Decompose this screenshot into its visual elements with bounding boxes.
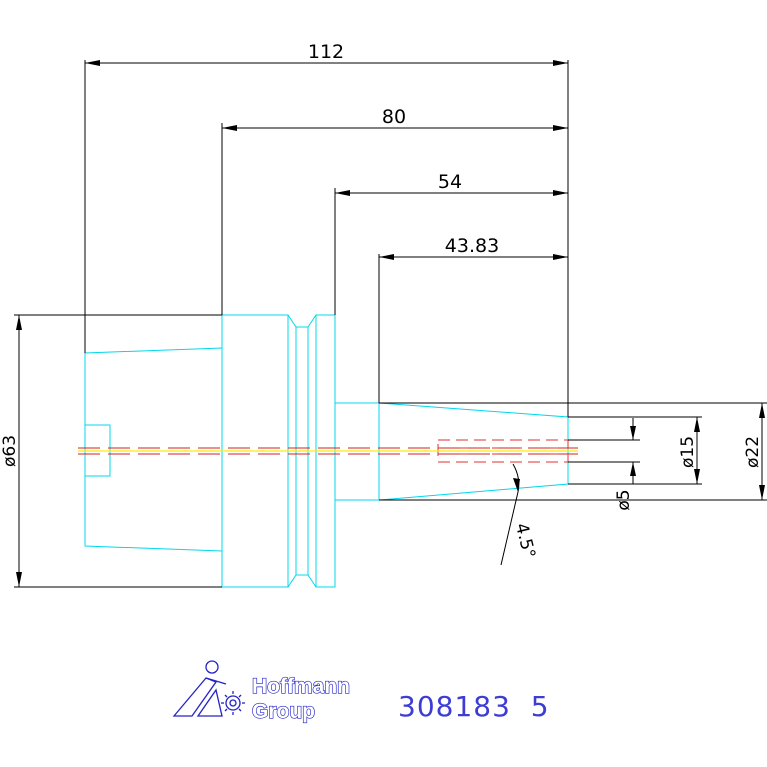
dimension-dia-63: ø63: [0, 315, 22, 587]
dimension-80: 80: [222, 106, 568, 131]
dimension-80-label: 80: [382, 106, 406, 128]
dimension-112-label: 112: [308, 41, 344, 63]
centerline: [78, 447, 578, 455]
logo-gear-icon: [221, 691, 245, 715]
hoffmann-group-logo: Hoffmann Group: [172, 660, 351, 724]
dimension-dia-5-label: ø5: [614, 489, 634, 510]
dimension-dia-63-label: ø63: [0, 435, 20, 467]
dimension-112: 112: [85, 41, 568, 66]
dimension-43-83-label: 43.83: [445, 235, 499, 257]
dimension-54-label: 54: [438, 171, 462, 193]
dimension-dia-15-label: ø15: [678, 436, 698, 468]
dimension-dia-22-label: ø22: [743, 436, 763, 468]
part-number: 308183 5: [398, 690, 550, 723]
logo-line-1: Hoffmann: [252, 675, 350, 698]
extension-lines: [14, 60, 767, 588]
dimension-angle-label: 4.5°: [511, 521, 539, 560]
dimension-angle: 4.5°: [500, 463, 539, 566]
dimension-54: 54: [335, 171, 568, 196]
logo-line-2: Group: [252, 700, 315, 723]
dimension-dia-15: ø15: [678, 417, 700, 484]
dimension-dia-5: ø5: [614, 418, 636, 511]
dimension-dia-22: ø22: [743, 403, 765, 500]
logo-figure-icon: [172, 660, 227, 717]
dimension-43-83: 43.83: [379, 235, 568, 260]
